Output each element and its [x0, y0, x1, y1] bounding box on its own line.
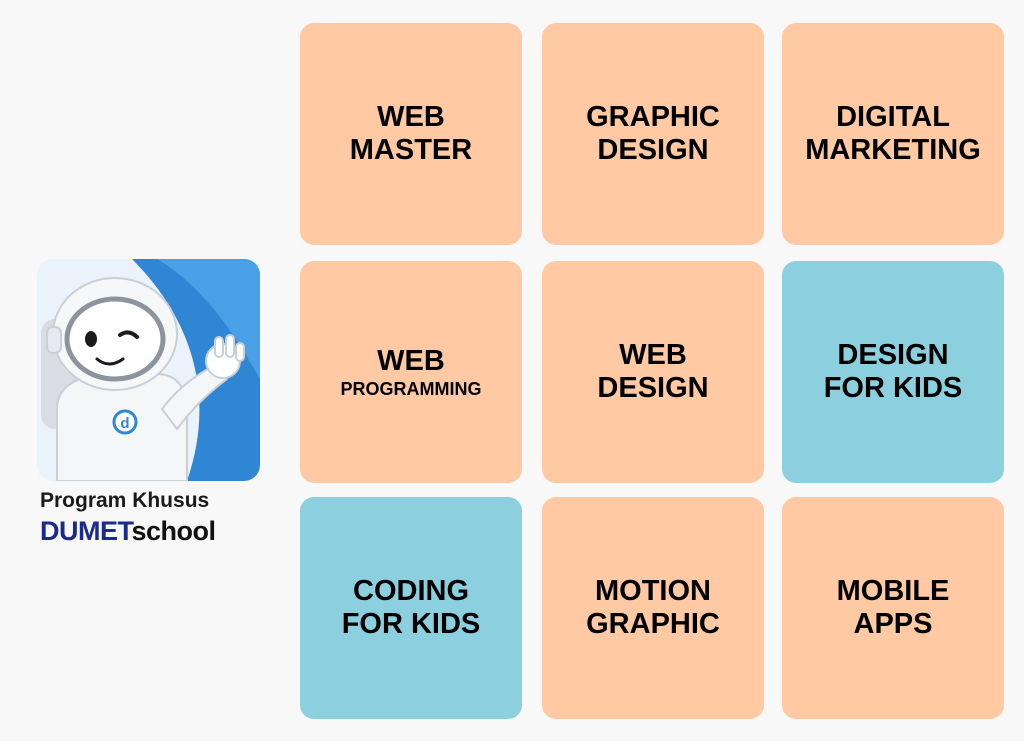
program-tile-mobile-apps[interactable]: MOBILE APPS	[782, 497, 1004, 719]
program-title-line1: MOTION	[595, 575, 711, 607]
program-title-line2: APPS	[853, 608, 933, 640]
program-title-line2: FOR KIDS	[341, 608, 481, 640]
program-title-line1: MOBILE	[836, 575, 950, 607]
program-title-line1: CODING	[353, 575, 469, 607]
program-tile-web-master[interactable]: WEB MASTER	[300, 23, 522, 245]
program-title-line2: MARKETING	[805, 134, 981, 166]
program-tile-web-design[interactable]: WEB DESIGN	[542, 261, 764, 483]
program-title-line1: DESIGN	[837, 339, 949, 371]
program-khusus-caption: Program Khusus	[40, 489, 210, 512]
program-tile-design-for-kids[interactable]: DESIGN FOR KIDS	[782, 261, 1004, 483]
program-title-line2: GRAPHIC	[586, 608, 720, 640]
program-title-line1: WEB	[619, 339, 687, 371]
dumet-logo-card: d	[37, 259, 260, 481]
program-tile-coding-for-kids[interactable]: CODING FOR KIDS	[300, 497, 522, 719]
program-title-line2: PROGRAMMING	[340, 378, 482, 399]
program-tile-motion-graphic[interactable]: MOTION GRAPHIC	[542, 497, 764, 719]
program-title-line2: MASTER	[349, 134, 473, 166]
chest-badge-letter: d	[120, 415, 129, 432]
program-title-line1: GRAPHIC	[586, 101, 720, 133]
program-title-line2: FOR KIDS	[823, 372, 963, 404]
program-tile-web-programming[interactable]: WEB PROGRAMMING	[300, 261, 522, 483]
program-tile-digital-marketing[interactable]: DIGITAL MARKETING	[782, 23, 1004, 245]
program-title-line2: DESIGN	[597, 134, 709, 166]
astronaut-mascot-icon: d	[37, 259, 260, 481]
program-title-line1: WEB	[377, 344, 445, 377]
program-tile-graphic-design[interactable]: GRAPHIC DESIGN	[542, 23, 764, 245]
program-title-line1: WEB	[377, 101, 445, 133]
program-title-line2: DESIGN	[597, 372, 709, 404]
brand-name: DUMET	[40, 516, 132, 546]
program-title-line1: DIGITAL	[836, 101, 950, 133]
brand-suffix: school	[131, 516, 217, 546]
dumet-school-wordmark: DUMETschool	[40, 514, 216, 548]
